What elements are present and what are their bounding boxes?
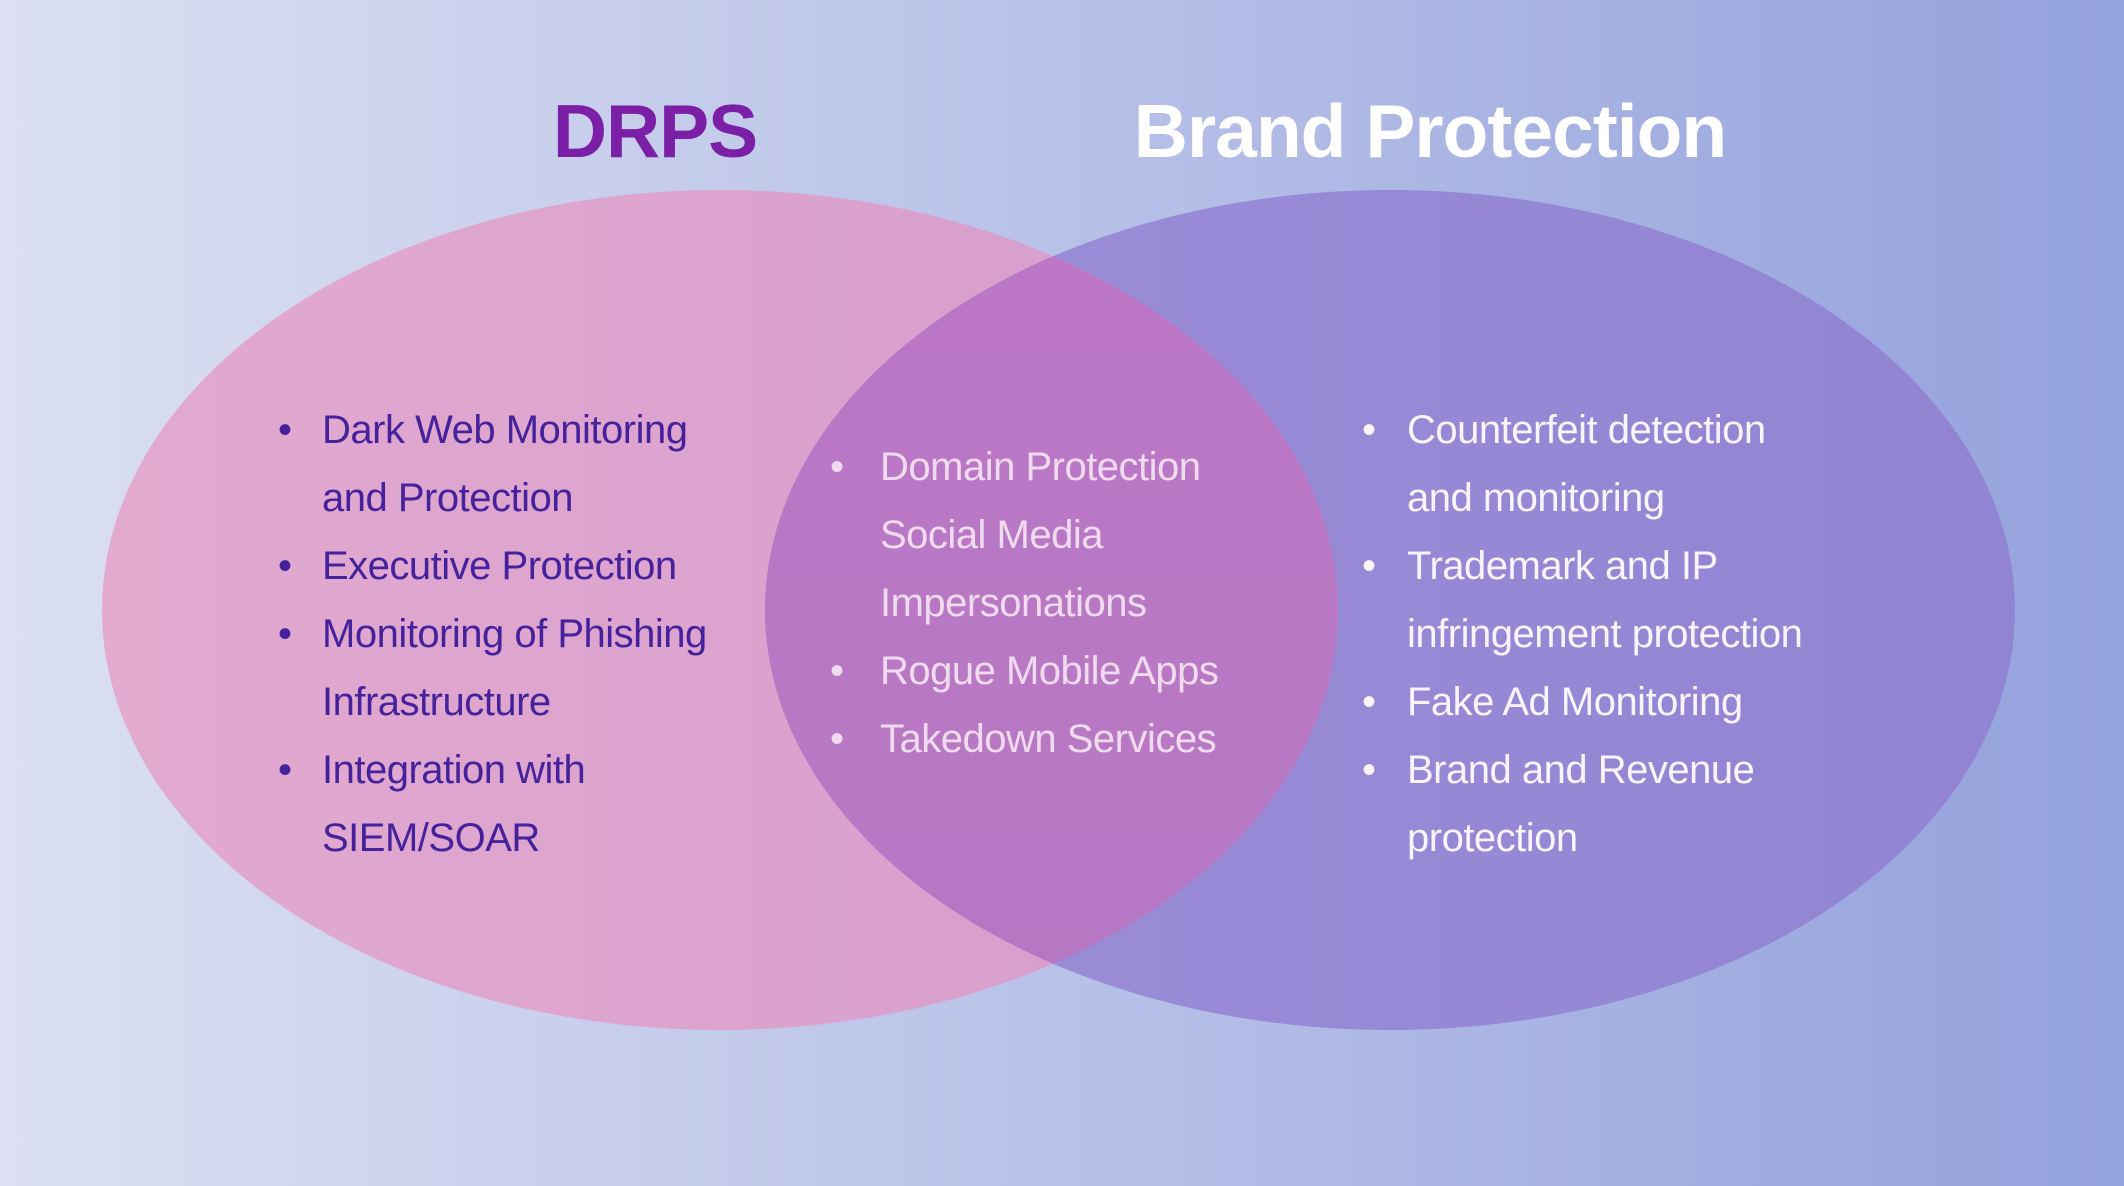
overlap-lens <box>765 190 1338 1030</box>
list-item: Takedown Services <box>830 705 1250 773</box>
list-item: Domain Protection Social Media Impersona… <box>830 433 1250 637</box>
list-item: Fake Ad Monitoring <box>1362 668 1817 736</box>
list-item: Counterfeit detection and monitoring <box>1362 396 1817 532</box>
right-list: Counterfeit detection and monitoring Tra… <box>1362 396 1817 872</box>
list-item: Brand and Revenue protection <box>1362 736 1817 872</box>
left-list: Dark Web Monitoring and Protection Execu… <box>278 396 752 872</box>
list-item: Dark Web Monitoring and Protection <box>278 396 752 532</box>
list-item: Integration with SIEM/SOAR <box>278 736 752 872</box>
overlap-list: Domain Protection Social Media Impersona… <box>830 433 1250 773</box>
list-item: Rogue Mobile Apps <box>830 637 1250 705</box>
list-item: Trademark and IP infringement protection <box>1362 532 1817 668</box>
right-circle-title: Brand Protection <box>1133 89 1727 173</box>
left-circle-title: DRPS <box>552 89 758 173</box>
list-item: Executive Protection <box>278 532 752 600</box>
list-item: Monitoring of Phishing Infrastructure <box>278 600 752 736</box>
